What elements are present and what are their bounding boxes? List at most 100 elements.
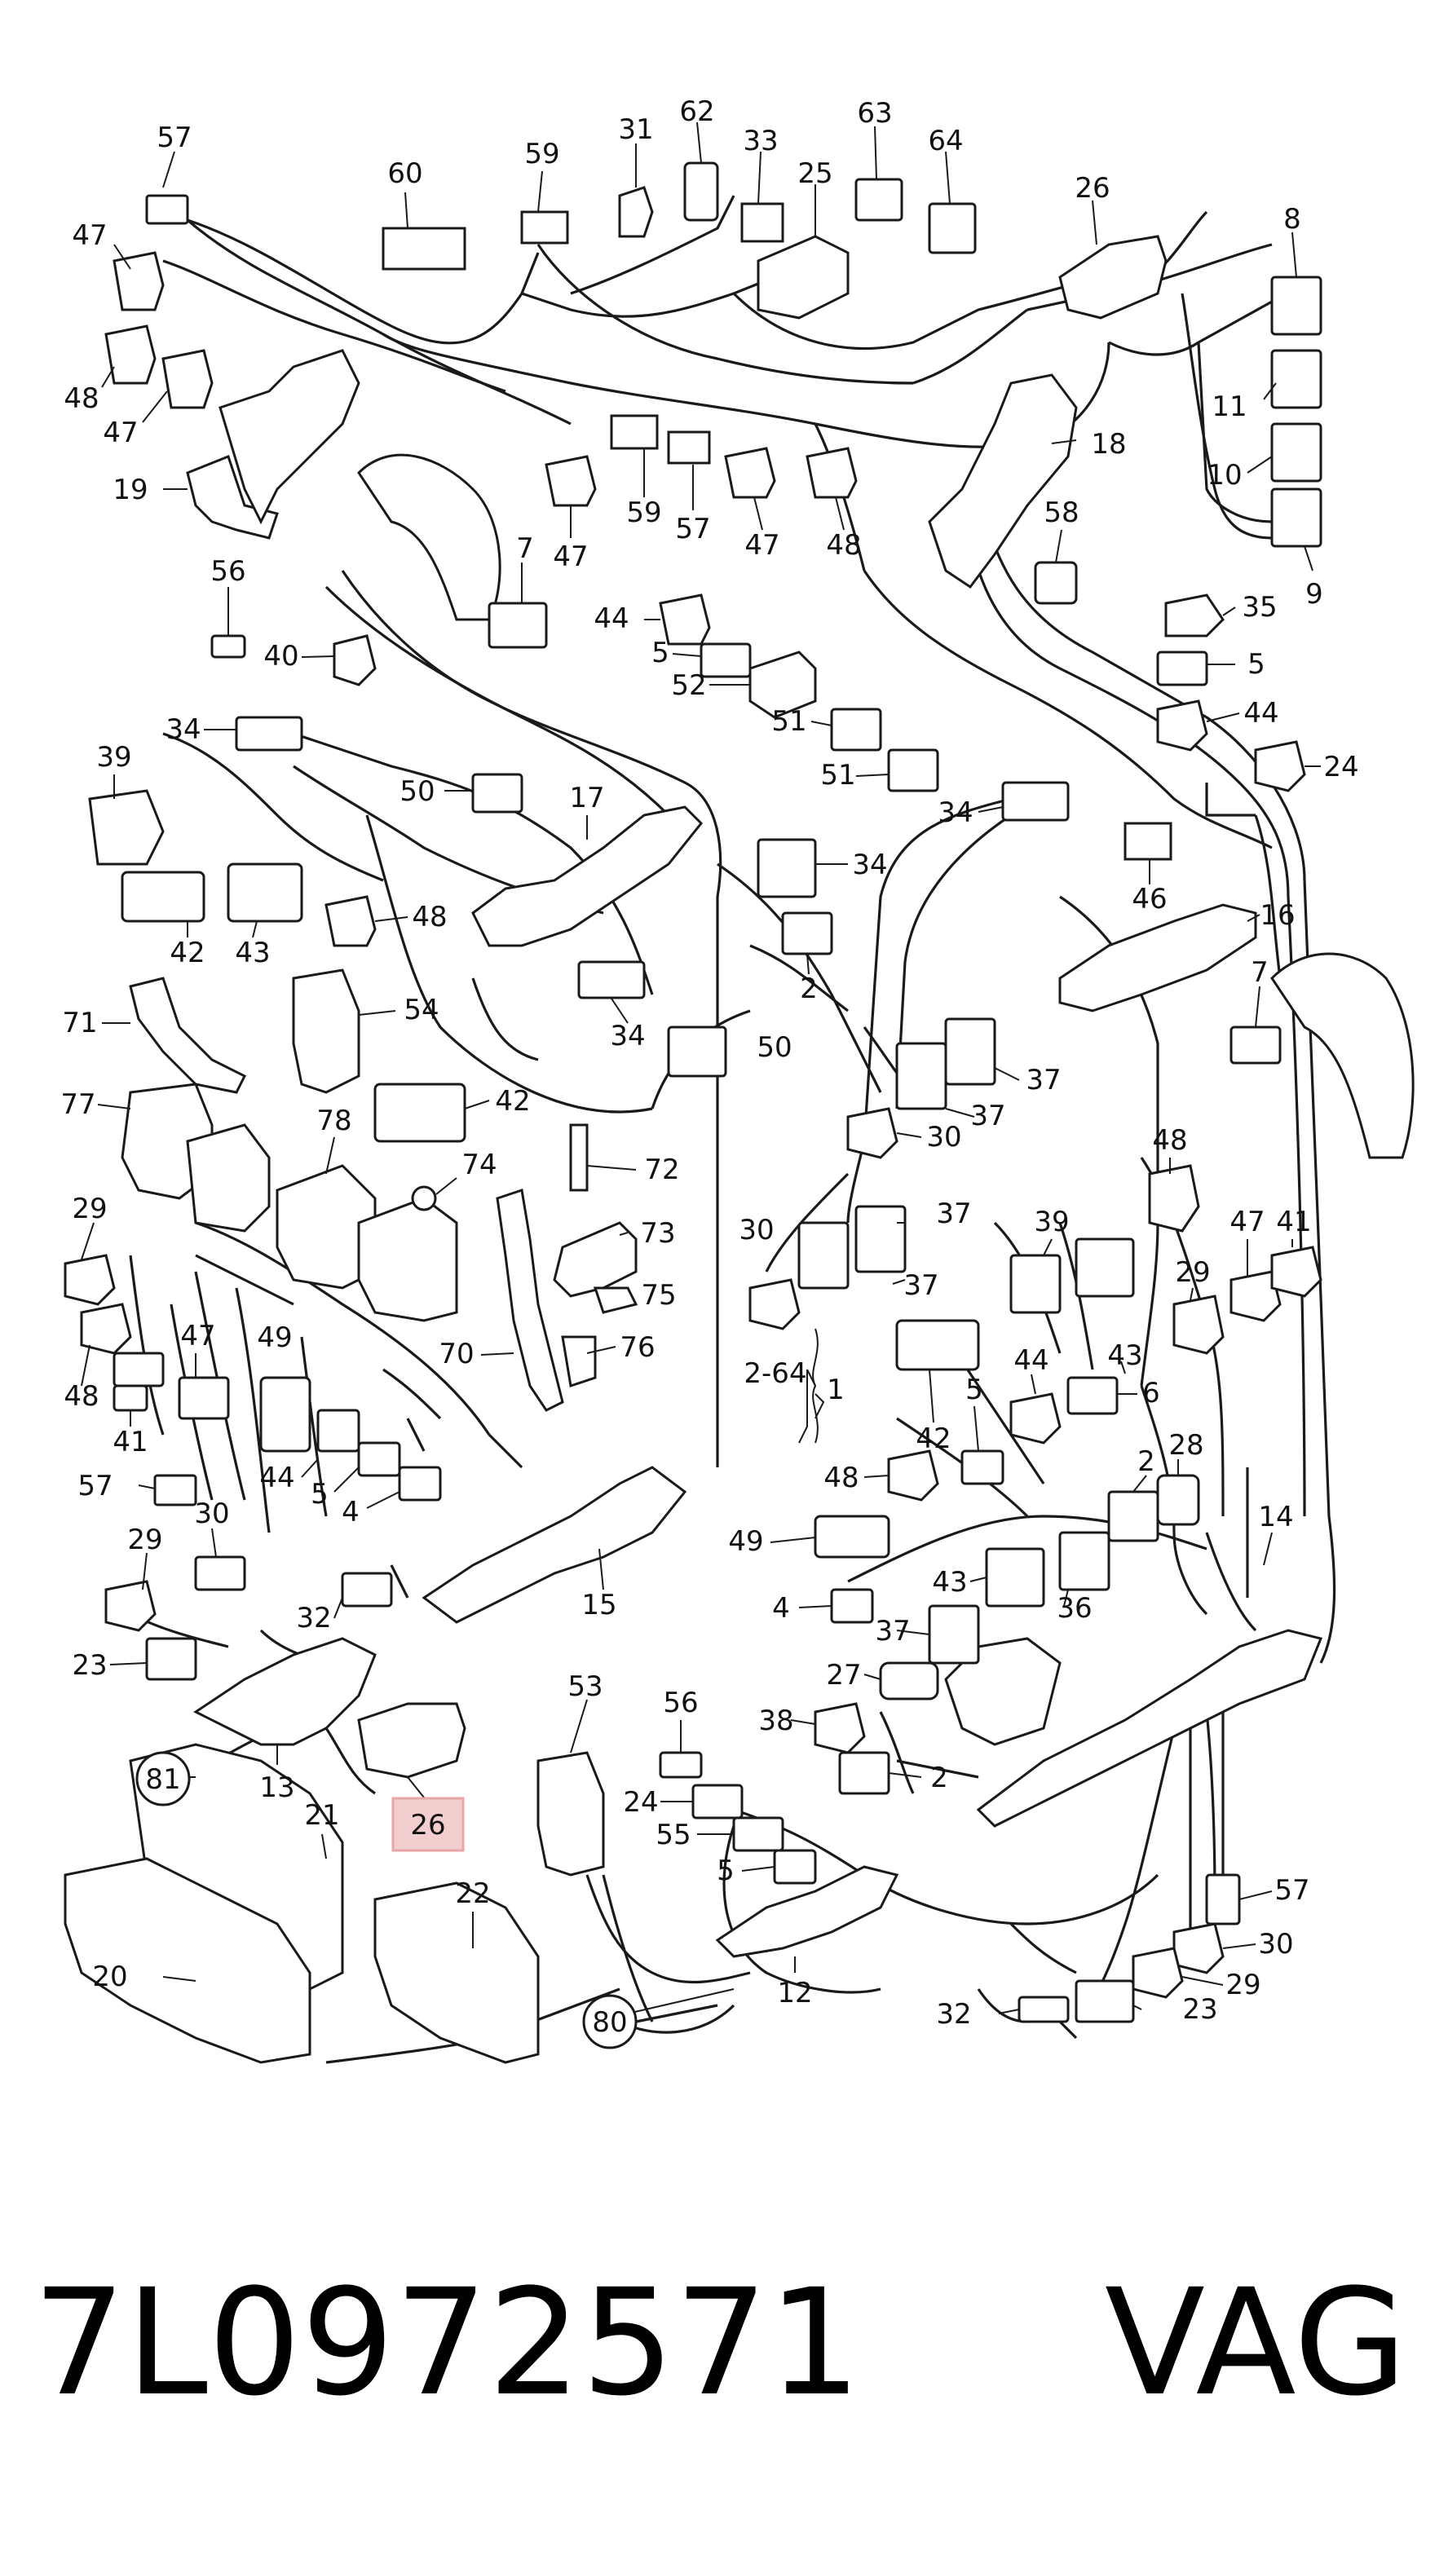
connector-48-c (324, 895, 377, 947)
callout-label: 55 (656, 1819, 691, 1851)
callout-label: 2-64 (744, 1357, 806, 1390)
callout-label: 2 (800, 973, 818, 1005)
bracket-70 (496, 1189, 564, 1412)
connector-35 (1164, 593, 1225, 637)
callout-label: 57 (157, 121, 192, 154)
connector-4-low (830, 1588, 874, 1624)
callout-label: 48 (412, 901, 447, 933)
callout-label: 48 (64, 382, 99, 415)
connector-37-a (895, 1042, 947, 1110)
bracket-18 (928, 373, 1078, 589)
callout-label: 24 (623, 1786, 658, 1819)
callout-label: 51 (771, 705, 806, 738)
connector-37-c (797, 1221, 850, 1290)
connector-47-c (545, 455, 597, 507)
connector-47-f (178, 1376, 230, 1420)
connector-57-mid (667, 430, 711, 465)
callout-label: 37 (875, 1615, 910, 1647)
callout-label: 81 (145, 1763, 180, 1796)
connector-34-b (1001, 781, 1070, 822)
connector-51-b (887, 748, 939, 792)
connector-29-right (1172, 1295, 1225, 1355)
highlight-fill-26 (394, 1799, 462, 1850)
connector-37-b (944, 1017, 996, 1086)
connector-37-d (854, 1205, 907, 1273)
component-60 (382, 227, 466, 271)
connector-33 (740, 202, 784, 243)
connector-44-mid (316, 1409, 360, 1453)
callout-label: 63 (857, 97, 892, 130)
callout-label: 2 (930, 1762, 948, 1794)
callout-label: 40 (263, 640, 298, 673)
callout-label: 30 (194, 1498, 229, 1530)
brace-2-64 (812, 1328, 819, 1444)
callout-label: 48 (1152, 1124, 1187, 1157)
callout-label: 42 (916, 1423, 951, 1455)
callout-label: 74 (461, 1149, 497, 1181)
callout-label: 27 (826, 1659, 861, 1692)
bracket-14 (976, 1629, 1323, 1828)
callout-label: 19 (113, 474, 148, 506)
callout-label: 41 (113, 1426, 148, 1458)
callout-label: 59 (524, 138, 559, 170)
callout-label: 56 (663, 1687, 698, 1719)
connector-29-low (104, 1580, 157, 1632)
callout-label: 23 (1182, 1993, 1217, 2026)
callout-label: 21 (304, 1799, 339, 1832)
callout-label: 34 (852, 849, 887, 881)
connector-30-mid (748, 1278, 801, 1330)
connector-55 (732, 1816, 784, 1852)
highlighted-callout: 26 (410, 1809, 445, 1842)
connector-50-a (471, 773, 523, 814)
callout-label: 37 (903, 1269, 938, 1302)
callout-label: 46 (1132, 883, 1167, 915)
connector-43-low (985, 1547, 1045, 1608)
callout-label: 24 (1323, 751, 1358, 783)
bracket-17 (471, 805, 704, 947)
connector-2-bottom (838, 1751, 890, 1795)
callout-label: 15 (581, 1589, 616, 1621)
callout-label: 48 (826, 529, 861, 562)
bracket-19 (186, 455, 279, 540)
callout-label: 35 (1242, 591, 1277, 624)
bracket-73 (553, 1221, 638, 1298)
pillar-right (1270, 952, 1415, 1159)
callout-label: 30 (1258, 1928, 1293, 1961)
trim-panel-20 (64, 1857, 311, 2064)
connector-43-a (227, 862, 303, 923)
callout-label: 57 (77, 1470, 113, 1502)
callout-label: 12 (777, 1977, 812, 2009)
connector-34-a (235, 716, 303, 752)
connectors (64, 161, 1322, 2023)
callout-label: 5 (1247, 648, 1265, 681)
callout-label: 44 (1013, 1344, 1048, 1377)
connector-9 (1270, 487, 1322, 548)
bracket-54 (292, 968, 360, 1094)
callout-label: 7 (1251, 956, 1269, 989)
connector-29-a (64, 1254, 116, 1306)
harness-brackets (64, 349, 1415, 2064)
connector-2-low (1107, 1490, 1159, 1542)
callout-label: 52 (671, 669, 706, 702)
callout-label: 37 (1026, 1064, 1061, 1096)
callout-label: 77 (60, 1088, 95, 1121)
bracket-53 (536, 1751, 605, 1877)
clip-72 (569, 1123, 589, 1192)
callout-label: 43 (1107, 1339, 1142, 1372)
connector-34-c (757, 838, 817, 898)
callout-label: 29 (127, 1524, 162, 1556)
connector-42-a (121, 871, 205, 923)
callout-label: 38 (758, 1705, 793, 1737)
connector-24-top (1254, 740, 1306, 792)
callout-label: 47 (180, 1320, 215, 1352)
callout-label: 72 (644, 1153, 679, 1186)
connector-47-b (161, 349, 214, 409)
connector-7-right (1229, 1026, 1282, 1065)
callout-label: 29 (72, 1193, 107, 1225)
callout-label: 5 (717, 1855, 735, 1887)
connector-30-a (846, 1107, 898, 1159)
callout-label: 70 (439, 1338, 474, 1370)
connector-5-right (1156, 651, 1208, 686)
clip-74 (411, 1185, 437, 1211)
callout-label: 42 (170, 937, 205, 969)
